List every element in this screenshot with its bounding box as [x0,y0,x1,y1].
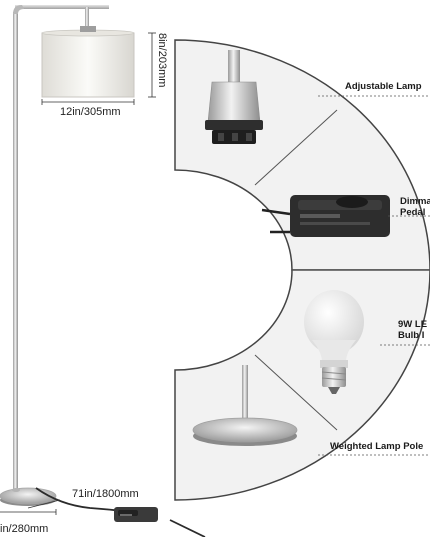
lamp-arm [15,5,109,9]
shade-height-label: 8in/203mm [156,33,168,88]
feature-label-pole: Weighted Lamp Pole [330,441,424,452]
base-width-label: in/280mm [0,523,49,535]
shade-width-label: 12in/305mm [60,106,121,118]
floor-lamp [0,5,206,538]
down-rod [85,7,89,27]
inline-dimmer-small [114,507,158,522]
feature-label-dimmer: Dimma Pedal [400,196,430,218]
drum-shade [41,26,135,98]
dimension-lines [0,32,156,515]
lamp-pole [13,12,18,490]
feature-label-adjustable: Adjustable Lamp [345,81,422,92]
arm-elbow [13,5,24,14]
socket-illustration [205,50,263,144]
led-bulb-illustration [304,290,364,394]
dimmer-pedal-illustration [261,195,390,237]
feature-label-bulb: 9W LE Bulb I [398,319,428,341]
cord-length-label: 71in/1800mm [72,488,139,500]
leader-lines [318,95,430,456]
weighted-base-illustration [192,365,298,446]
